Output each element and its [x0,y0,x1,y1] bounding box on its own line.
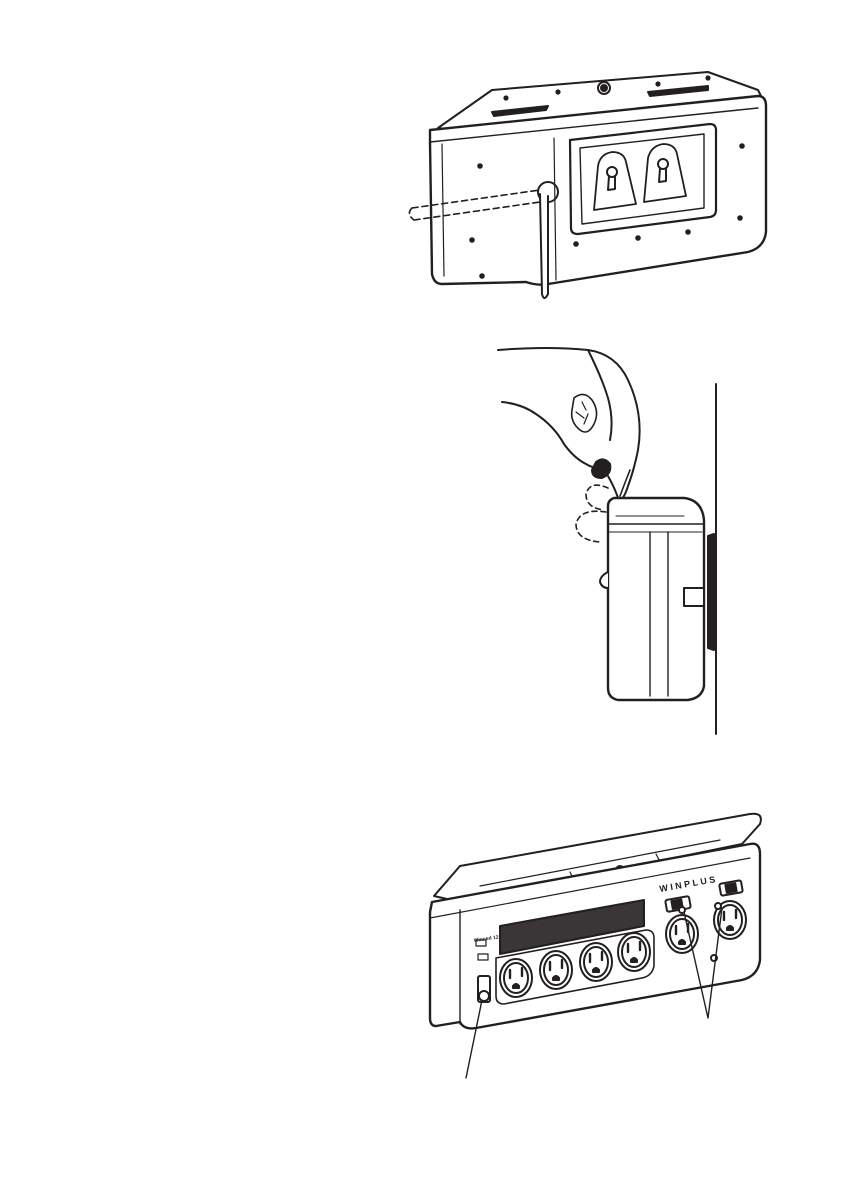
wall-bracket [708,534,714,650]
outlet-2 [540,951,572,989]
outlet-5 [666,915,698,953]
front-panel-illustration: WINPLUS Winned 12 [420,800,780,1090]
hand-knuckles [572,394,597,432]
back-view-keyhole-illustration [408,62,778,302]
hand [498,348,640,504]
side-button [600,572,608,588]
outlet-1 [500,959,532,997]
outlet-4 [618,933,650,971]
motion-dashes [576,485,608,542]
outlet-3 [580,943,612,981]
wall-hanging-illustration [488,340,728,740]
cable-tie-strap [540,194,548,298]
side-tab [684,588,704,606]
